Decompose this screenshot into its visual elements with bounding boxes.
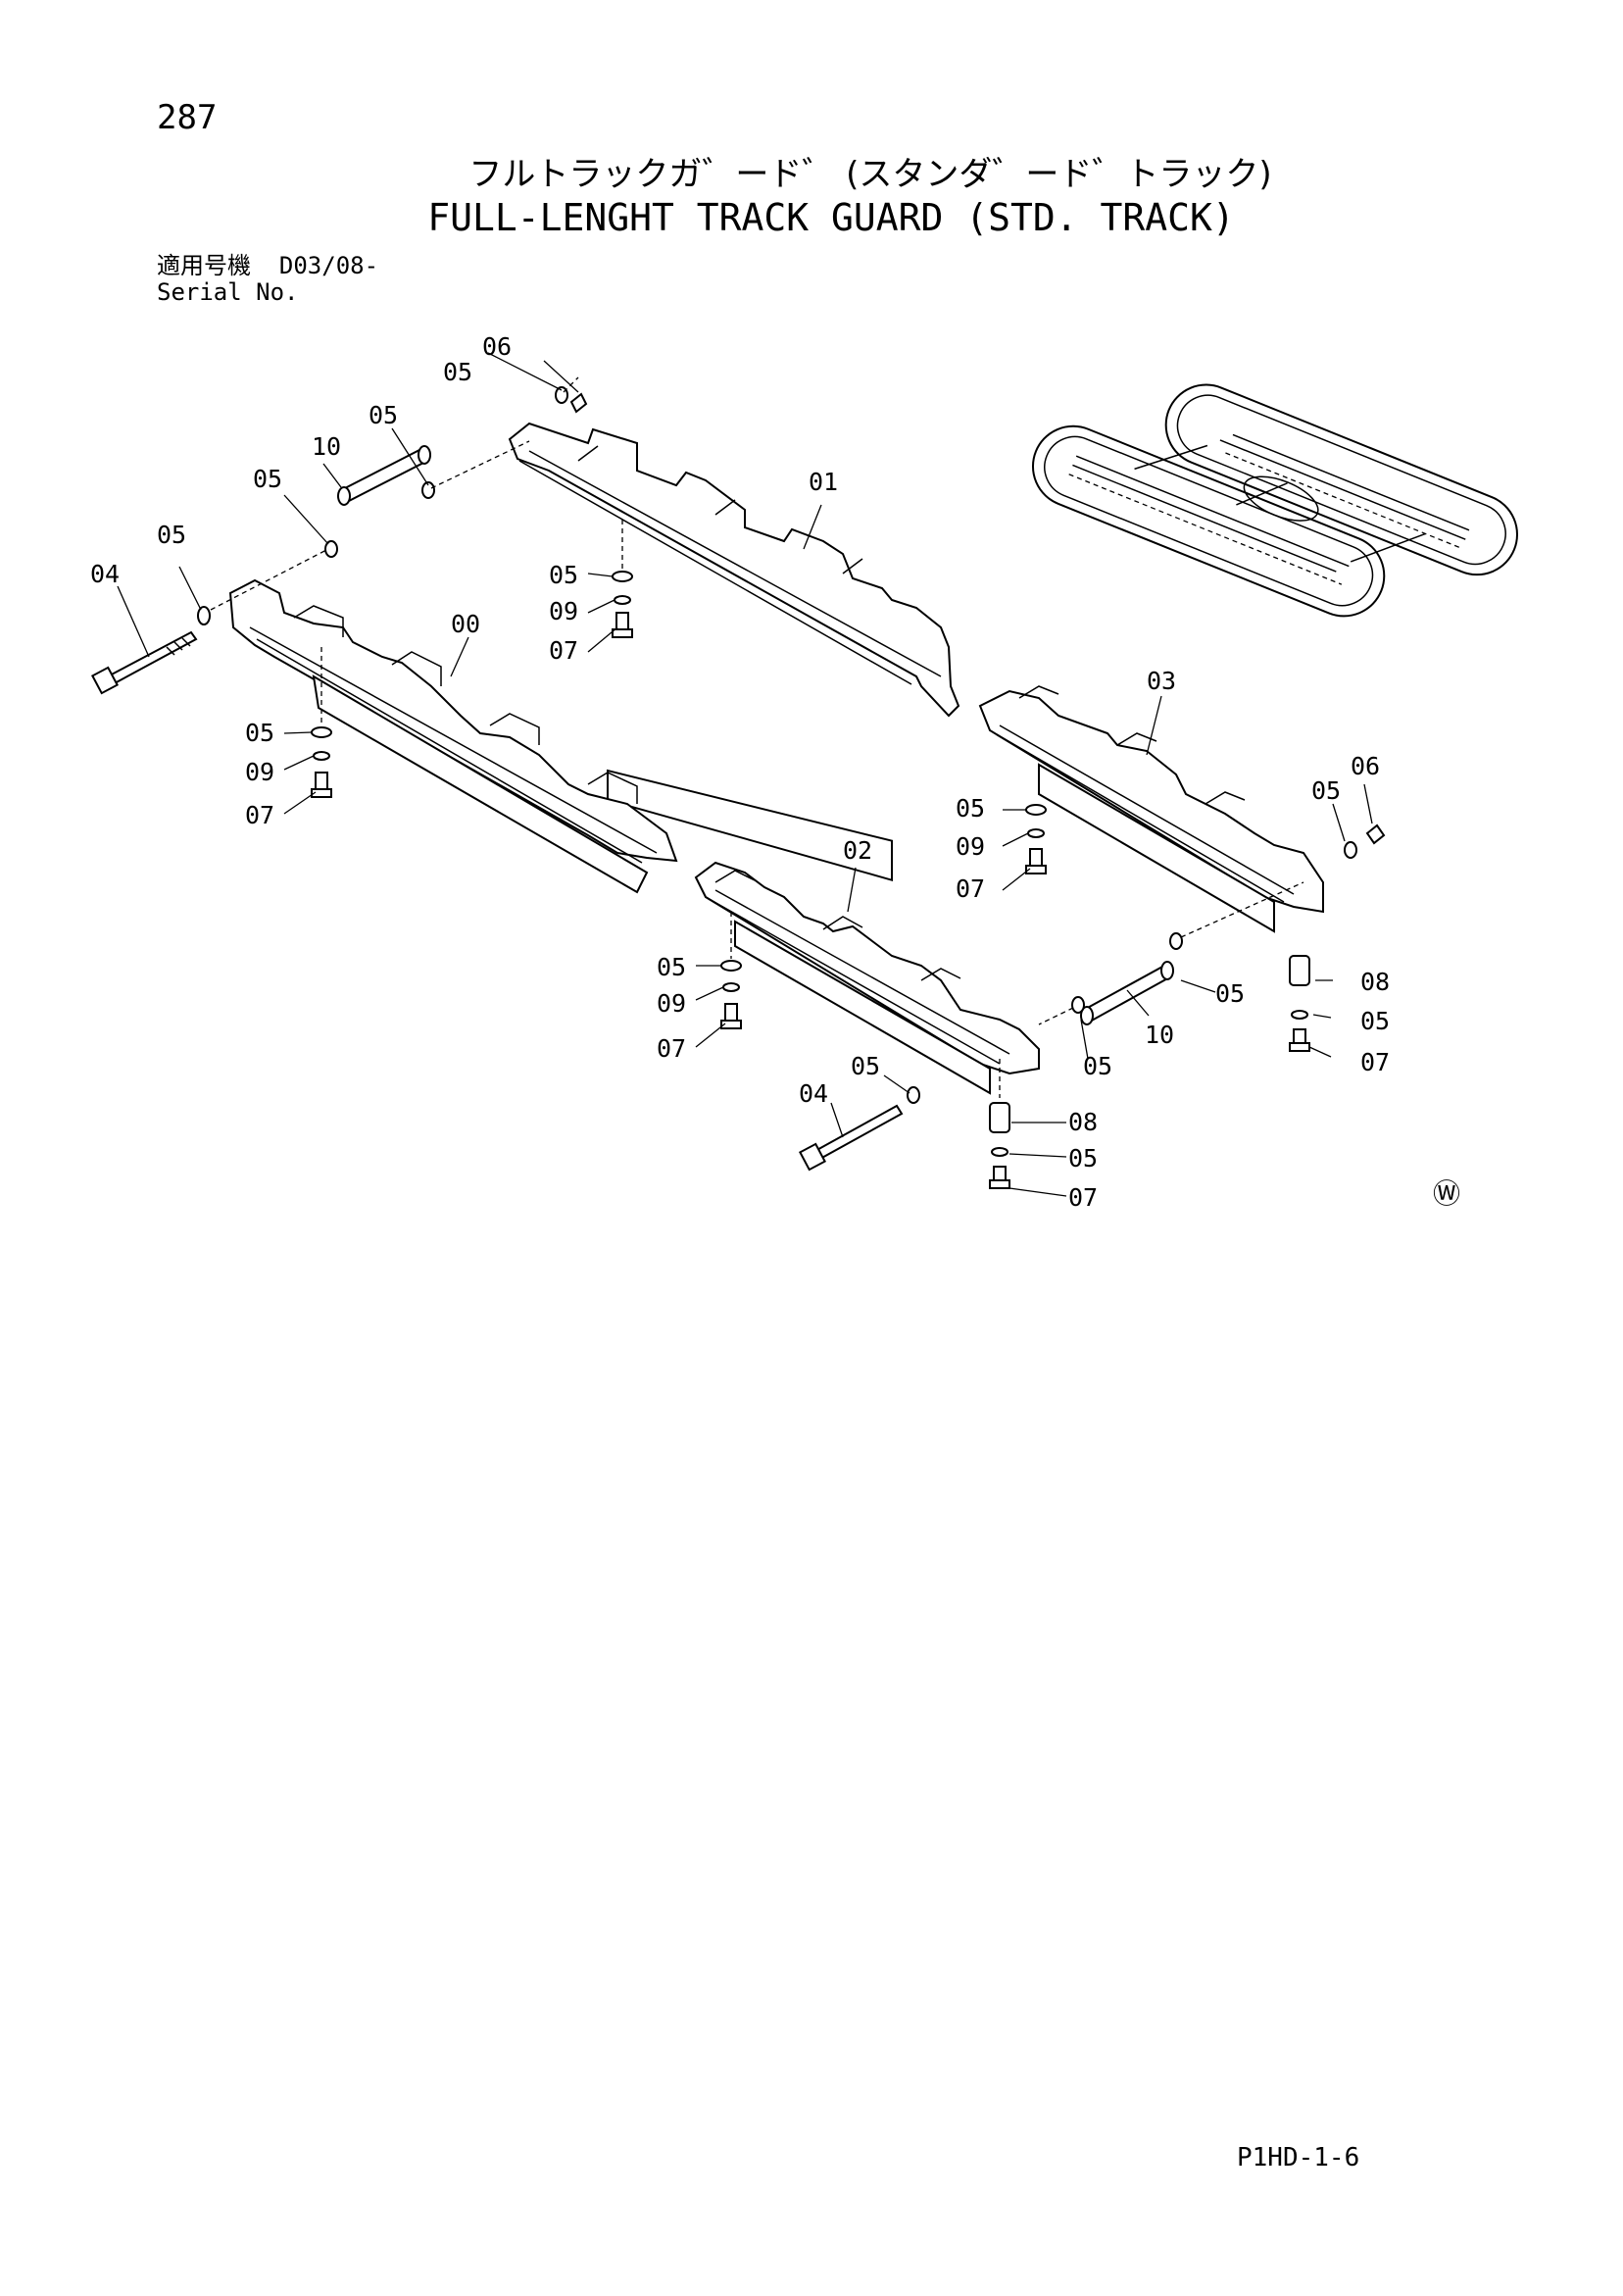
track-guard-03 <box>978 685 1324 933</box>
callout-07: 07 <box>657 1034 686 1063</box>
track-guard-00 <box>228 578 678 894</box>
fastener-set-left <box>91 376 588 695</box>
track-guard-01 <box>508 422 960 881</box>
callout-07: 07 <box>245 801 274 829</box>
callout-08: 08 <box>1360 968 1390 996</box>
callout-08: 08 <box>1068 1108 1098 1136</box>
callout-05: 05 <box>245 719 274 747</box>
callout-07: 07 <box>956 874 985 903</box>
callout-05: 05 <box>443 358 472 386</box>
callout-05: 05 <box>851 1052 880 1080</box>
callout-00: 00 <box>451 610 480 638</box>
callout-09: 09 <box>956 832 985 861</box>
callout-06: 06 <box>1351 752 1380 780</box>
callout-05: 05 <box>1360 1007 1390 1035</box>
fastener-set-03 <box>1025 804 1047 874</box>
callout-07: 07 <box>1360 1048 1390 1076</box>
fastener-set-right <box>799 824 1386 1189</box>
callout-04: 04 <box>799 1079 828 1108</box>
callout-05: 05 <box>253 465 282 493</box>
callout-10: 10 <box>312 432 341 461</box>
callout-05: 05 <box>549 561 578 589</box>
callout-05: 05 <box>369 401 398 429</box>
serial-info: 適用号機 D03/08- Serial No. <box>157 253 378 306</box>
callout-09: 09 <box>657 989 686 1018</box>
fastener-set-01 <box>612 520 633 638</box>
track-guard-02 <box>694 861 1040 1095</box>
w-mark-symbol: Ⓦ <box>1433 1177 1460 1210</box>
page-number: 287 <box>157 98 218 137</box>
callout-05: 05 <box>1215 979 1245 1008</box>
footer-code: P1HD-1-6 <box>1237 2143 1360 2172</box>
leader-lines <box>117 352 1373 1197</box>
callout-05: 05 <box>1083 1052 1112 1080</box>
serial-value: D03/08- <box>278 252 379 279</box>
undercarriage-inset <box>1031 383 1518 618</box>
serial-label-en: Serial No. <box>157 278 299 306</box>
callout-01: 01 <box>809 468 838 496</box>
callout-09: 09 <box>245 758 274 786</box>
callout-05: 05 <box>1311 776 1341 805</box>
callout-labels: 06 05 05 10 05 05 04 01 00 05 09 07 05 0… <box>90 332 1390 1212</box>
callout-05: 05 <box>1068 1144 1098 1173</box>
callout-09: 09 <box>549 597 578 625</box>
callout-05: 05 <box>657 953 686 981</box>
callout-04: 04 <box>90 560 120 588</box>
callout-06: 06 <box>482 332 512 361</box>
fastener-set-02 <box>720 912 742 1029</box>
callout-07: 07 <box>549 636 578 665</box>
title-english: FULL-LENGHT TRACK GUARD (STD. TRACK) <box>427 196 1235 239</box>
callout-02: 02 <box>843 836 872 865</box>
title-japanese: フルトラックガ゛ード゛ (スタンダ゛ード゛トラック) <box>468 155 1272 194</box>
callout-10: 10 <box>1145 1021 1174 1049</box>
serial-label-jp: 適用号機 <box>157 252 251 279</box>
callout-03: 03 <box>1147 667 1176 695</box>
callout-05: 05 <box>157 521 186 549</box>
callout-05: 05 <box>956 794 985 823</box>
callout-07: 07 <box>1068 1183 1098 1212</box>
